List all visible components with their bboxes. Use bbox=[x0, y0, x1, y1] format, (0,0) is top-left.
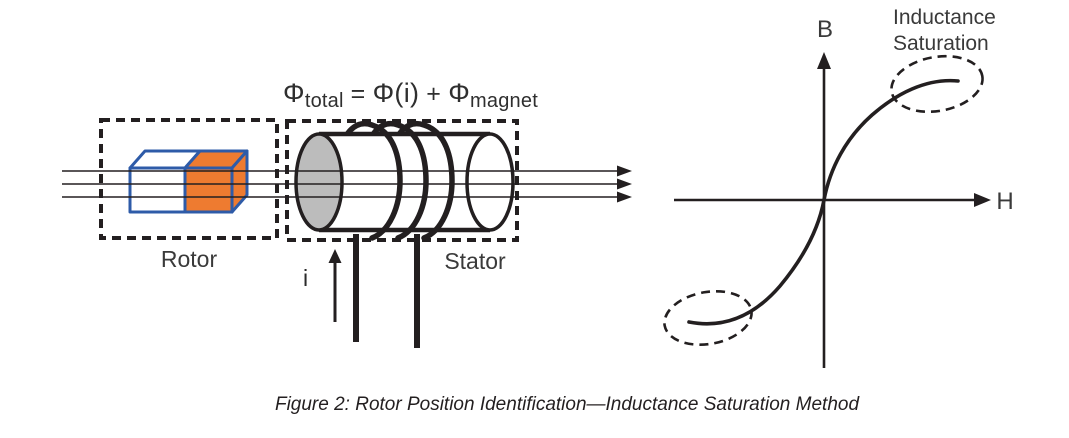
inductance-saturation-annotation: Inductance Saturation bbox=[893, 5, 996, 57]
flux-arrowhead bbox=[617, 178, 632, 190]
bh-curve bbox=[687, 78, 960, 326]
flux-lines bbox=[62, 165, 632, 203]
magnet-front-white bbox=[128, 166, 187, 214]
formula-equals: = bbox=[350, 80, 366, 108]
formula-phi-magnet: Φ bbox=[448, 78, 471, 108]
annotation-line-1: Inductance bbox=[893, 6, 996, 29]
magnet-front-orange bbox=[183, 166, 234, 214]
stator-dashed-box bbox=[285, 119, 519, 242]
formula-plus: + bbox=[426, 80, 442, 108]
coil-lead-wires bbox=[353, 234, 420, 348]
cylinder-left-face bbox=[294, 132, 344, 232]
coil-windings bbox=[345, 120, 455, 241]
formula-sub-total: total bbox=[304, 90, 344, 112]
stator-label: Stator bbox=[444, 248, 506, 274]
saturation-ellipse-top bbox=[890, 54, 984, 114]
formula-sub-magnet: magnet bbox=[470, 90, 538, 112]
rotor-magnet bbox=[128, 149, 249, 214]
saturation-ellipse-bottom bbox=[663, 289, 753, 347]
b-axis-label: B bbox=[816, 16, 834, 43]
rotor-label: Rotor bbox=[160, 246, 218, 272]
formula-phi-total: Φ bbox=[283, 78, 305, 108]
current-arrow bbox=[328, 249, 342, 322]
flux-formula: Φtotal=Φ(i)+Φmagnet bbox=[283, 78, 538, 113]
h-axis-label: H bbox=[996, 188, 1014, 215]
b-axis-arrowhead bbox=[817, 52, 831, 69]
flux-arrowhead bbox=[617, 191, 632, 203]
stator-cylinder bbox=[294, 131, 515, 233]
formula-phi-of-i: Φ(i) bbox=[372, 78, 420, 108]
annotation-line-2: Saturation bbox=[893, 32, 989, 55]
h-axis-arrowhead bbox=[974, 193, 991, 207]
cylinder-body bbox=[319, 134, 490, 230]
rotor-dashed-box bbox=[99, 118, 279, 240]
cylinder-right-face bbox=[465, 132, 515, 232]
current-label: i bbox=[303, 265, 309, 291]
flux-arrowhead bbox=[617, 165, 632, 177]
bh-axes bbox=[674, 52, 991, 368]
figure-caption: Figure 2: Rotor Position Identification—… bbox=[274, 394, 860, 415]
